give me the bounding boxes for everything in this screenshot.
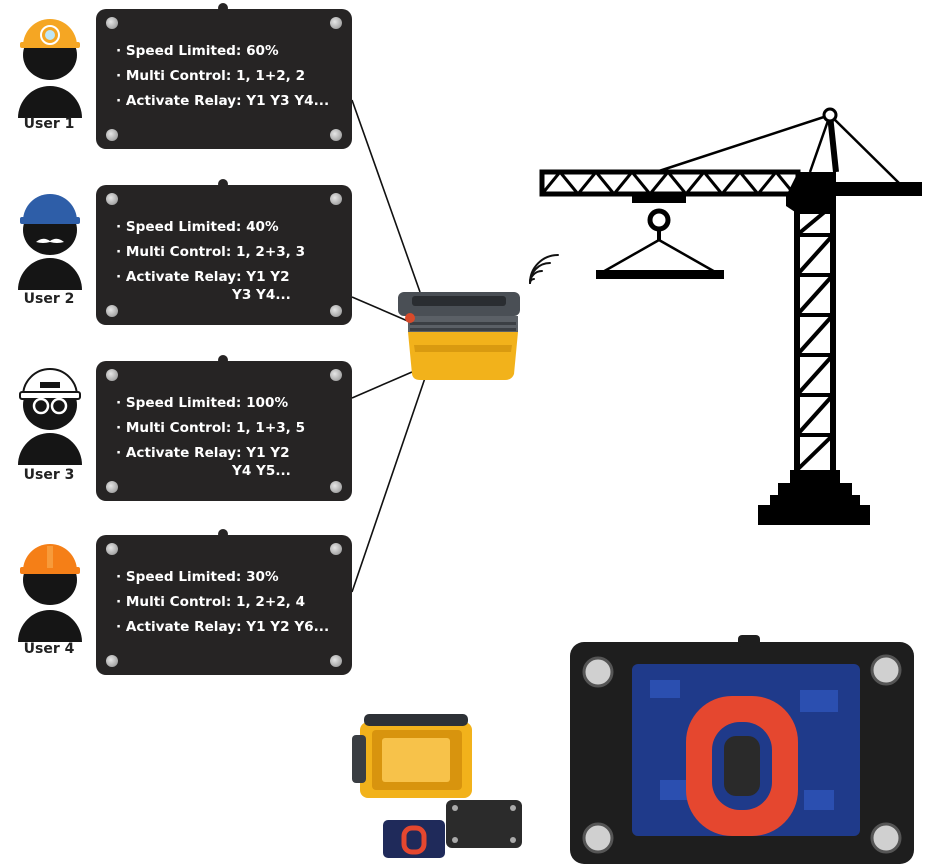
circuit-board-photo bbox=[570, 635, 914, 864]
user-label-3: User 3 bbox=[23, 467, 75, 483]
screw-icon bbox=[106, 655, 118, 667]
helmet-with-headlamp-icon bbox=[18, 19, 82, 118]
helmet-with-mustache-icon bbox=[18, 194, 82, 290]
connector-user4 bbox=[351, 377, 426, 593]
user-settings-card-3: · Speed Limited: 100% · Multi Control: 1… bbox=[96, 355, 352, 501]
speed-limited-text: · Speed Limited: 40% bbox=[116, 219, 279, 235]
helmet-with-goggles-icon bbox=[18, 368, 82, 465]
connector-pin bbox=[218, 179, 228, 189]
user-label-1: User 1 bbox=[23, 116, 75, 132]
screw-icon bbox=[330, 655, 342, 667]
activate-relay-text: · Activate Relay: Y1 Y2 Y6... bbox=[116, 619, 330, 635]
speed-limited-text: · Speed Limited: 100% bbox=[116, 395, 289, 411]
screw-icon bbox=[106, 305, 118, 317]
multi-control-text: · Multi Control: 1, 1+2, 2 bbox=[116, 68, 306, 84]
screw-icon bbox=[106, 129, 118, 141]
screw-icon bbox=[330, 481, 342, 493]
screw-icon bbox=[330, 17, 342, 29]
connector-lines bbox=[351, 99, 426, 593]
screw-icon bbox=[106, 481, 118, 493]
connector-pin bbox=[218, 355, 228, 365]
user-label-2: User 2 bbox=[23, 291, 75, 307]
connector-pin bbox=[218, 529, 228, 539]
user-settings-card-2: · Speed Limited: 40% · Multi Control: 1,… bbox=[96, 179, 352, 325]
activate-relay-text: · Activate Relay: Y1 Y3 Y4... bbox=[116, 93, 330, 109]
user-settings-card-4: · Speed Limited: 30% · Multi Control: 1,… bbox=[96, 529, 352, 675]
multi-control-text: · Multi Control: 1, 2+2, 4 bbox=[116, 594, 306, 610]
screw-icon bbox=[106, 17, 118, 29]
screw-icon bbox=[106, 369, 118, 381]
activate-relay-continued: Y4 Y5... bbox=[232, 463, 291, 479]
multi-control-text: · Multi Control: 1, 1+3, 5 bbox=[116, 420, 306, 436]
connector-user1 bbox=[351, 99, 421, 293]
screw-icon bbox=[330, 543, 342, 555]
wifi-signal-icon bbox=[529, 254, 559, 284]
activate-relay-continued: Y3 Y4... bbox=[232, 287, 291, 303]
screw-icon bbox=[106, 193, 118, 205]
speed-limited-text: · Speed Limited: 60% bbox=[116, 43, 279, 59]
speed-limited-text: · Speed Limited: 30% bbox=[116, 569, 279, 585]
screw-icon bbox=[330, 193, 342, 205]
screw-icon bbox=[330, 305, 342, 317]
connector-user3 bbox=[351, 371, 413, 399]
user-settings-card-1: · Speed Limited: 60% · Multi Control: 1,… bbox=[96, 3, 352, 149]
activate-relay-text: · Activate Relay: Y1 Y2 bbox=[116, 445, 290, 461]
screw-icon bbox=[330, 129, 342, 141]
wireless-receiver-icon bbox=[398, 292, 520, 380]
screw-icon bbox=[330, 369, 342, 381]
user-label-4: User 4 bbox=[23, 641, 75, 657]
multi-control-text: · Multi Control: 1, 2+3, 3 bbox=[116, 244, 306, 260]
hard-hat-icon bbox=[18, 544, 82, 642]
tower-crane-icon bbox=[539, 107, 922, 525]
connector-user2 bbox=[351, 296, 411, 323]
receiver-kit-photo bbox=[352, 714, 522, 858]
activate-relay-text: · Activate Relay: Y1 Y2 bbox=[116, 269, 290, 285]
connector-pin bbox=[218, 3, 228, 13]
screw-icon bbox=[106, 543, 118, 555]
